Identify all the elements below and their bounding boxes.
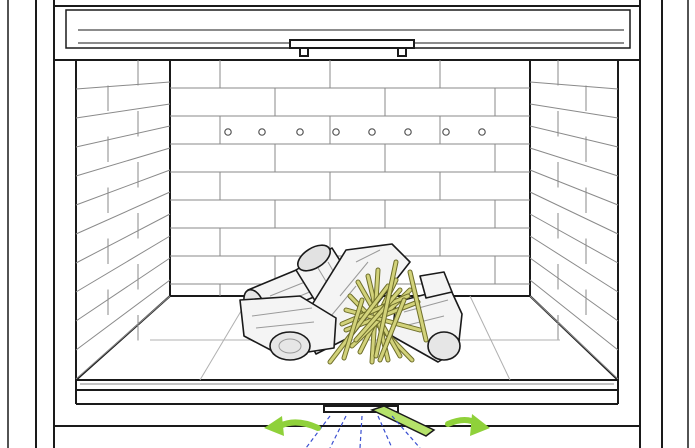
burner-port (225, 129, 231, 135)
side-brick-course (76, 126, 170, 147)
burner-port (479, 129, 485, 135)
side-brick-course (76, 258, 170, 321)
air-flow-line (360, 416, 362, 448)
air-flow-line (378, 416, 392, 448)
top-hood (54, 6, 640, 60)
side-brick-course (76, 296, 170, 379)
air-flow-line (330, 416, 346, 448)
side-brick-course (76, 236, 170, 292)
side-brick-course (76, 192, 170, 234)
side-brick-course (530, 104, 618, 118)
side-brick-course (530, 126, 618, 147)
side-brick-course (530, 258, 618, 321)
side-brick-course (530, 82, 618, 89)
burner-port (297, 129, 303, 135)
burner-port (259, 129, 265, 135)
side-brick-course (530, 192, 618, 234)
side-brick-course (76, 82, 170, 89)
vent-lever (372, 406, 434, 436)
side-brick-course (76, 170, 170, 205)
side-brick-course (530, 236, 618, 292)
air-flow-line (306, 416, 330, 448)
side-brick-course (76, 148, 170, 176)
burner-port (369, 129, 375, 135)
burner-port (405, 129, 411, 135)
burner-ports (225, 129, 485, 135)
side-brick-course (530, 148, 618, 176)
damper-handle (290, 40, 414, 56)
side-brick-course (76, 104, 170, 118)
side-brick-course (530, 296, 618, 379)
burner-port (333, 129, 339, 135)
burner-port (443, 129, 449, 135)
side-brick-course (530, 170, 618, 205)
hearth-floor (76, 380, 618, 404)
side-brick-course (530, 214, 618, 263)
side-brick-course (76, 214, 170, 263)
